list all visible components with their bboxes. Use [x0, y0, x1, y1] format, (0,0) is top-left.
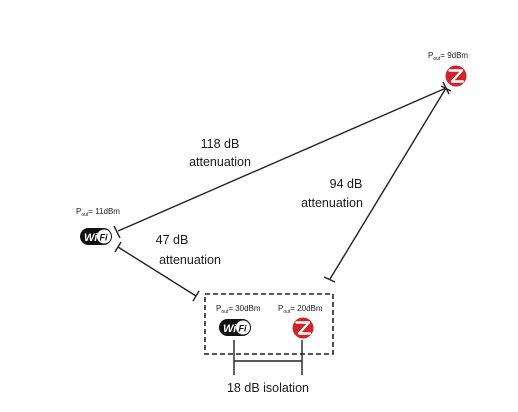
device-zigbee-icon: [292, 317, 314, 339]
remote-zigbee-node: Pout= 9dBm: [428, 51, 468, 87]
svg-text:Wi: Wi: [84, 232, 98, 244]
isolation-bracket: [233, 340, 303, 375]
wifi-ap-pout: Pout= 11dBm: [76, 207, 120, 218]
svg-text:Wi: Wi: [223, 323, 237, 335]
link-118-value: 118 dB: [201, 137, 240, 151]
link-47-value: 47 dB: [156, 233, 189, 247]
wifi-ap-node: Pout= 11dBm Wi Fi: [76, 207, 120, 245]
svg-text:Fi: Fi: [100, 233, 108, 243]
device-wifi-icon: Wi Fi: [219, 319, 251, 336]
link-wifi-to-device: [114, 241, 200, 302]
link-118-label: attenuation: [189, 155, 251, 169]
link-94-value: 94 dB: [330, 177, 363, 191]
link-47-label: attenuation: [159, 253, 221, 267]
device-boundary: [204, 293, 334, 355]
link-94-label: attenuation: [301, 196, 363, 210]
wifi-icon: Wi Fi: [80, 228, 112, 245]
isolation-label: 18 dB isolation: [227, 381, 309, 395]
device-zigbee-pout: Pout= 20dBm: [278, 304, 323, 315]
link-wifi-to-remote-zigbee: [113, 81, 450, 239]
colocated-device: Pout= 30dBm Pout= 20dBm Wi Fi: [204, 293, 334, 355]
zigbee-icon: [445, 65, 467, 87]
device-wifi-pout: Pout= 30dBm: [216, 304, 261, 315]
remote-zigbee-pout: Pout= 9dBm: [428, 51, 468, 62]
svg-text:Fi: Fi: [239, 324, 247, 334]
link-remote-zigbee-to-device: [323, 85, 452, 283]
